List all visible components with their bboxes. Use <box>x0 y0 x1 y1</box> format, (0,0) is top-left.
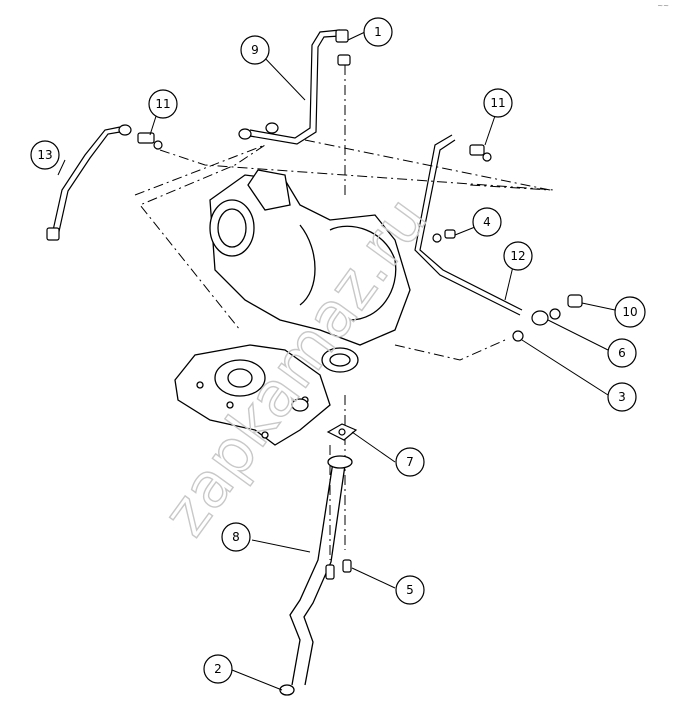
bolts-5 <box>325 559 352 580</box>
banjo-fitting-11-left <box>137 132 163 150</box>
callout-6: 6 <box>607 338 637 368</box>
callout-10: 10 <box>614 296 646 328</box>
callout-3: 3 <box>607 382 637 412</box>
callout-label: 1 <box>374 25 382 39</box>
callout-label: 10 <box>622 305 637 319</box>
callout-label: 6 <box>618 346 626 360</box>
oil-feed-pipe-13 <box>46 124 132 241</box>
callout-label: 13 <box>37 148 52 162</box>
oil-pipe-9 <box>238 29 341 145</box>
callout-7: 7 <box>395 447 425 477</box>
callout-label: 8 <box>232 530 240 544</box>
fitting-4 <box>432 229 456 243</box>
oil-drain-pipe-8 <box>279 455 353 696</box>
oil-pipe-12 <box>414 134 523 316</box>
callout-9: 9 <box>240 35 270 65</box>
callout-13: 13 <box>30 140 60 170</box>
callout-4: 4 <box>472 207 502 237</box>
callout-11-left: 11 <box>148 89 178 119</box>
callout-label: 12 <box>510 249 525 263</box>
callout-8: 8 <box>221 522 251 552</box>
corner-mark: ~~ <box>657 2 669 10</box>
callout-11-right: 11 <box>483 88 513 118</box>
callout-label: 2 <box>214 662 222 676</box>
assembly-guide-lines <box>134 65 556 560</box>
callout-label: 7 <box>406 455 414 469</box>
fittings-10-6-3 <box>512 294 583 342</box>
fitting-1 <box>335 29 351 66</box>
callout-2: 2 <box>203 654 233 684</box>
callout-label: 11 <box>155 97 170 111</box>
callout-12: 12 <box>503 241 533 271</box>
callout-5: 5 <box>395 575 425 605</box>
callout-1: 1 <box>363 17 393 47</box>
callout-label: 11 <box>490 96 505 110</box>
callout-label: 5 <box>406 583 414 597</box>
callout-label: 3 <box>618 390 626 404</box>
callout-label: 4 <box>483 215 491 229</box>
gasket-7 <box>326 423 358 441</box>
callout-label: 9 <box>251 43 259 57</box>
turbocharger-body <box>209 169 411 373</box>
mounting-bracket <box>174 344 331 446</box>
banjo-fitting-11-right <box>469 144 492 162</box>
